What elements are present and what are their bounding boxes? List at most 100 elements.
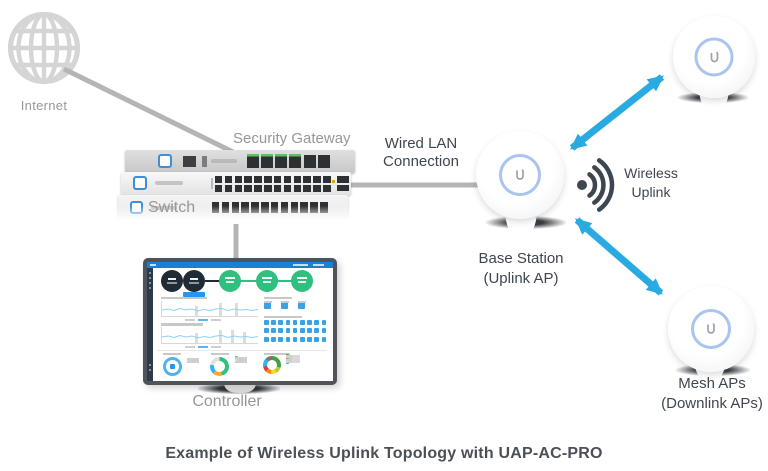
usb-port — [202, 156, 207, 167]
deep-usage-donut-chart — [263, 356, 281, 374]
section-divider — [157, 349, 327, 351]
sfp-port — [337, 176, 349, 183]
controller-tablet — [143, 258, 337, 385]
ethernet-port — [304, 155, 316, 168]
ap-device-icon — [264, 336, 269, 343]
panel-title — [161, 323, 203, 326]
ethernet-port — [274, 154, 287, 168]
ap-device-icon — [299, 328, 305, 334]
ap-device-icon — [278, 319, 283, 325]
ap-device-icon — [307, 328, 312, 334]
panel-title — [264, 352, 290, 355]
ethernet-port — [283, 176, 292, 183]
gateway-wan-ports — [304, 155, 330, 168]
ethernet-port — [215, 176, 223, 183]
ethernet-port — [254, 185, 262, 192]
ethernet-port — [313, 185, 321, 192]
wired-lan-label: Wired LAN Connection — [383, 135, 459, 170]
ap-device-icon — [264, 328, 269, 334]
controller-label: Controller — [192, 393, 262, 410]
usage-donut-chart — [210, 356, 229, 376]
ethernet-port — [247, 154, 259, 168]
wifi-signal-icon — [577, 158, 615, 212]
ethernet-port — [264, 176, 272, 183]
ubiquiti-logo-icon — [516, 169, 524, 180]
ethernet-port — [288, 154, 301, 168]
wireless-uplink-label: Wireless Uplink — [624, 165, 678, 200]
switch-status-led — [133, 176, 147, 190]
ap-device-icon — [292, 319, 298, 325]
ap-device-icon — [264, 301, 271, 309]
panel-title — [211, 352, 229, 355]
ap-device-icon — [271, 319, 276, 325]
ap-device-icon — [285, 319, 291, 325]
mesh-aps-label: Mesh APs (Downlink APs) — [661, 375, 763, 412]
ap-device-icon — [264, 319, 269, 325]
ethernet-port — [313, 176, 321, 183]
ethernet-port — [244, 185, 252, 192]
ap-device-icon — [298, 301, 305, 309]
ethernet-port — [303, 185, 311, 192]
ethernet-port — [234, 176, 243, 183]
ethernet-port — [283, 185, 292, 192]
status-node — [219, 270, 241, 292]
ap-led-ring — [499, 154, 541, 196]
internet-label: Internet — [20, 98, 68, 113]
ethernet-port — [323, 185, 331, 192]
device-grid — [264, 319, 328, 343]
mesh-ap-bottom — [668, 286, 754, 372]
switch-port-grid — [215, 176, 332, 192]
led-strip — [211, 178, 213, 189]
latency-chart — [161, 301, 258, 317]
mesh-ap-top — [673, 16, 755, 98]
ethernet-port — [234, 185, 243, 192]
ap-device-icon — [278, 336, 283, 343]
wireless-uplink-arrow-bottom — [574, 217, 664, 296]
panel-title — [161, 296, 207, 299]
throughput-chart — [161, 327, 258, 344]
ethernet-port — [273, 185, 282, 192]
wireless-uplink-arrow-top — [569, 74, 665, 151]
ubiquiti-logo-icon — [707, 323, 715, 334]
globe-icon — [7, 11, 81, 85]
switch-device — [121, 172, 351, 195]
panel-title — [264, 315, 302, 318]
ap-device-icon — [285, 336, 291, 343]
ap-device-icon — [299, 319, 305, 325]
diagram-caption: Example of Wireless Uplink Topology with… — [165, 445, 603, 462]
ap-led-ring — [694, 37, 734, 77]
ethernet-port — [303, 176, 311, 183]
ethernet-port — [273, 176, 282, 183]
ap-device-icon — [314, 328, 319, 334]
gateway-lan-ports — [247, 154, 301, 168]
ethernet-port — [224, 185, 233, 192]
panel-title — [264, 296, 292, 299]
panel-title — [163, 352, 181, 355]
ap-device-icon — [314, 319, 319, 325]
topbar-menu-item — [293, 263, 308, 266]
status-node — [291, 270, 313, 292]
ethernet-port — [260, 154, 273, 168]
ubnt-brand-mark — [155, 181, 183, 185]
unifi-dashboard-screen — [147, 262, 333, 381]
ethernet-port — [215, 185, 223, 192]
ap-device-icon — [307, 336, 312, 343]
ap-led-ring — [691, 309, 731, 349]
gateway-status-led — [158, 154, 172, 168]
console-port — [183, 156, 196, 167]
ethernet-port — [244, 176, 252, 183]
ap-device-icon — [285, 328, 291, 334]
sfp-port — [337, 184, 349, 191]
ap-device-icon — [271, 328, 276, 334]
gauge-badge — [183, 292, 205, 297]
ethernet-port — [293, 185, 302, 192]
status-node — [256, 270, 278, 292]
base-station-ap — [476, 131, 564, 219]
node-connector — [205, 280, 221, 283]
switch-label: Switch — [148, 199, 196, 216]
ap-device-icon — [314, 336, 319, 343]
ethernet-port — [254, 176, 262, 183]
chart-legend — [185, 345, 221, 348]
base-station-label: Base Station (Uplink AP) — [478, 250, 564, 287]
